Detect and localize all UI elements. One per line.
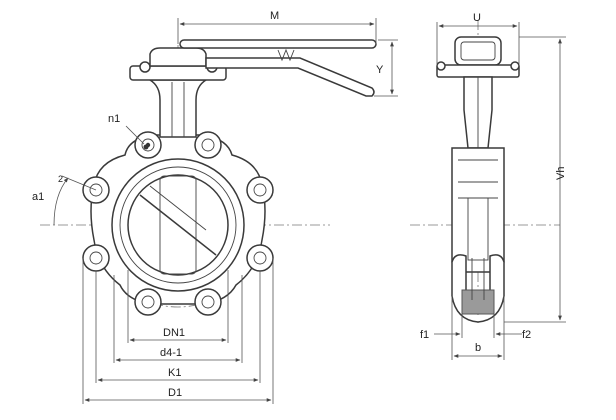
label-f2: f2	[522, 329, 531, 341]
handle-spring	[277, 48, 295, 62]
label-a1: a1	[32, 191, 44, 203]
bottom-dimensions: DN1 d4-1 K1 D1	[82, 258, 274, 404]
lug-right-upper	[246, 176, 274, 204]
side-top-flange	[436, 64, 520, 78]
label-d4-1: d4-1	[160, 347, 182, 359]
label-vh: Vh	[555, 167, 567, 180]
label-y: Y	[376, 64, 384, 76]
lug-bottom-left	[134, 288, 162, 316]
lug-bolt-holes	[89, 138, 267, 309]
valve-disc	[159, 175, 197, 275]
lug-top-right	[194, 131, 222, 159]
label-a1-mark: 2	[58, 174, 63, 184]
front-view: n1 a1 2 M Y DN1 d4-1 K1	[32, 10, 398, 404]
lug-left-lower	[82, 244, 110, 272]
handle-lever	[179, 39, 377, 49]
label-m: M	[270, 10, 279, 22]
lug-bottom-right	[194, 288, 222, 316]
label-f1: f1	[420, 329, 429, 341]
side-seat-shade	[461, 289, 495, 315]
side-view: U Vh f1 f2 b	[410, 12, 567, 360]
label-d1: D1	[168, 387, 182, 399]
label-k1: K1	[168, 367, 181, 379]
valve-neck	[147, 79, 209, 138]
handle-trigger	[205, 57, 375, 97]
side-body	[451, 147, 505, 273]
handle-hub	[149, 47, 207, 67]
label-n1: n1	[108, 113, 120, 125]
n1-marker	[143, 144, 149, 150]
lug-right-lower	[246, 244, 274, 272]
label-u: U	[473, 12, 481, 24]
label-b: b	[475, 342, 481, 354]
label-dn1: DN1	[163, 327, 185, 339]
side-top-block	[454, 36, 502, 66]
